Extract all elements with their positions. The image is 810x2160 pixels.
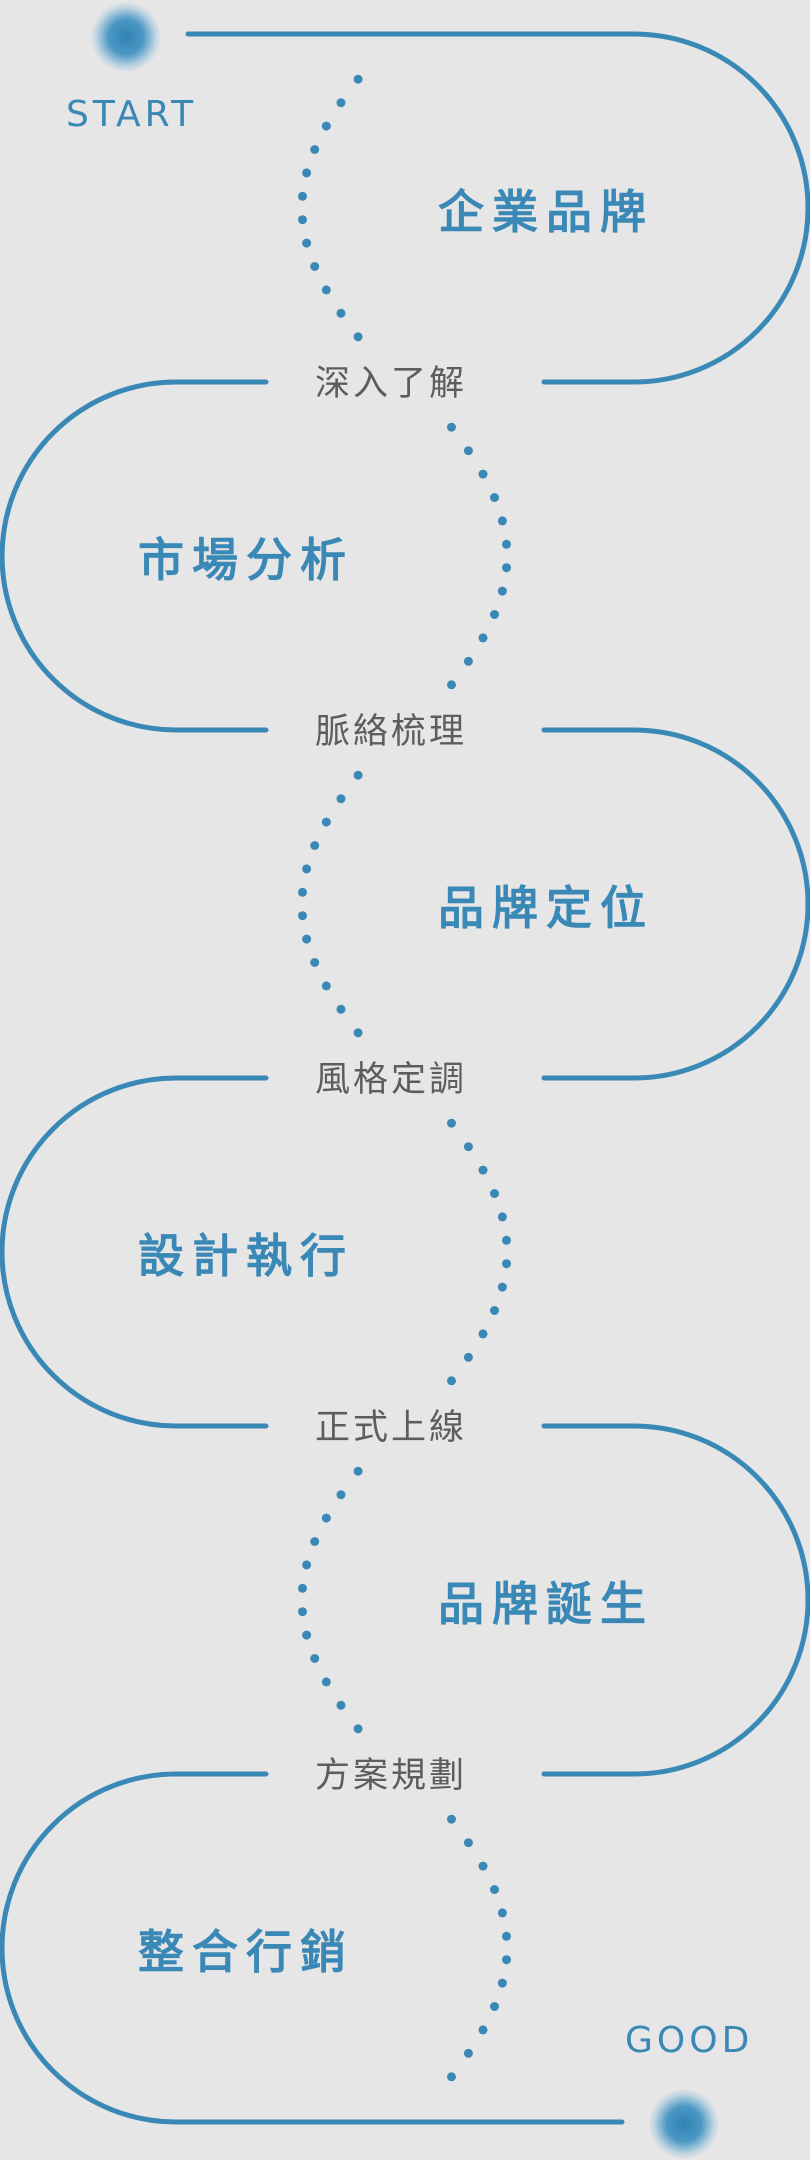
stage-title-market-analysis: 市場分析 bbox=[138, 533, 354, 587]
flow-dot bbox=[502, 563, 511, 573]
flow-dot bbox=[447, 1118, 456, 1128]
flow-dot bbox=[478, 2025, 488, 2035]
flow-dot bbox=[298, 215, 307, 225]
flow-dot bbox=[478, 1861, 488, 1871]
end-label: GOOD bbox=[625, 2020, 754, 2061]
flow-dot bbox=[447, 1376, 456, 1386]
flow-dot bbox=[497, 1212, 507, 1222]
stage-title-brand-birth: 品牌誕生 bbox=[438, 1577, 654, 1631]
flow-dot bbox=[490, 2002, 499, 2011]
flow-dot bbox=[302, 1630, 312, 1640]
flow-dot bbox=[353, 332, 363, 342]
flow-dot bbox=[490, 1885, 499, 1894]
connector-label-style: 風格定調 bbox=[315, 1060, 468, 1100]
flow-dot bbox=[463, 2048, 473, 2058]
flow-dot bbox=[310, 841, 320, 850]
flow-dot bbox=[463, 446, 473, 456]
flow-dot bbox=[497, 1282, 507, 1292]
flow-dot bbox=[502, 1259, 511, 1269]
flow-dot bbox=[310, 1654, 320, 1663]
stage-title-design-execution: 設計執行 bbox=[138, 1229, 354, 1283]
end-dot bbox=[649, 2089, 719, 2159]
flow-dot bbox=[463, 1838, 473, 1848]
flow-dot bbox=[497, 1978, 507, 1988]
flow-dot bbox=[447, 680, 456, 690]
flow-arc-4 bbox=[0, 1075, 269, 1429]
flow-dot bbox=[497, 1908, 507, 1918]
flow-dot bbox=[490, 1306, 499, 1315]
flow-dot bbox=[447, 1814, 456, 1824]
flow-dot bbox=[463, 1352, 473, 1362]
flow-dot bbox=[336, 794, 346, 804]
flow-dot bbox=[310, 1537, 320, 1546]
flow-arc-5 bbox=[541, 1423, 810, 1777]
flow-dot bbox=[302, 864, 312, 874]
flow-arc-1 bbox=[541, 31, 810, 385]
flow-dot bbox=[302, 934, 312, 944]
flow-dot-group bbox=[298, 74, 511, 2082]
flow-dot bbox=[298, 1583, 307, 1593]
flow-dot bbox=[478, 1165, 488, 1175]
stage-title-brand: 企業品牌 bbox=[438, 185, 654, 239]
flow-dot bbox=[353, 1724, 363, 1734]
connector-label-context: 脈絡梳理 bbox=[315, 712, 468, 752]
flow-dot bbox=[298, 911, 307, 921]
connector-label-planning: 方案規劃 bbox=[315, 1756, 468, 1796]
flow-dot bbox=[490, 1189, 499, 1198]
flow-dot bbox=[478, 633, 488, 643]
flow-dot bbox=[353, 1028, 363, 1038]
flow-arc-3 bbox=[541, 727, 810, 1081]
flow-dot bbox=[353, 770, 363, 780]
flow-dot bbox=[321, 817, 331, 827]
flow-dot bbox=[321, 1513, 331, 1523]
flow-arc-2 bbox=[0, 379, 269, 733]
flow-dot bbox=[298, 887, 307, 897]
flow-dot bbox=[490, 610, 499, 619]
flow-dot bbox=[463, 656, 473, 666]
start-label: START bbox=[66, 94, 198, 135]
flow-dot bbox=[298, 1607, 307, 1617]
flow-dot bbox=[497, 516, 507, 526]
flow-dot bbox=[502, 1955, 511, 1965]
flow-dot bbox=[497, 586, 507, 596]
flow-arc-6 bbox=[0, 1771, 625, 2125]
flow-dot bbox=[336, 1004, 346, 1014]
flow-dot bbox=[336, 98, 346, 108]
flow-line-group bbox=[0, 31, 810, 2125]
flow-dot bbox=[478, 469, 488, 479]
flow-dot bbox=[336, 308, 346, 318]
flow-dot bbox=[463, 1142, 473, 1152]
connector-label-launch: 正式上線 bbox=[315, 1408, 468, 1448]
flow-dot bbox=[502, 1931, 511, 1941]
flow-dot bbox=[321, 285, 331, 295]
flow-dot bbox=[302, 1560, 312, 1570]
start-dot bbox=[91, 2, 161, 72]
stage-title-integrated-marketing: 整合行銷 bbox=[138, 1925, 354, 1979]
flow-dot bbox=[490, 493, 499, 502]
flow-dot bbox=[336, 1700, 346, 1710]
flow-dot bbox=[302, 238, 312, 248]
connector-label-understand: 深入了解 bbox=[315, 364, 468, 404]
flow-dot bbox=[353, 1466, 363, 1476]
flow-dot bbox=[302, 168, 312, 178]
flow-dot bbox=[310, 262, 320, 271]
stage-title-brand-positioning: 品牌定位 bbox=[438, 881, 654, 935]
flow-dot bbox=[447, 2072, 456, 2082]
flow-dot bbox=[321, 1677, 331, 1687]
flow-dot bbox=[310, 145, 320, 154]
flow-dot bbox=[310, 958, 320, 967]
flow-dot bbox=[502, 539, 511, 549]
flow-dot bbox=[502, 1235, 511, 1245]
flow-dot bbox=[321, 981, 331, 991]
flow-dot bbox=[353, 74, 363, 84]
flow-dot bbox=[478, 1329, 488, 1339]
flow-dot bbox=[321, 121, 331, 131]
flow-dot bbox=[447, 422, 456, 432]
flow-dot bbox=[336, 1490, 346, 1500]
flow-dot bbox=[298, 191, 307, 201]
